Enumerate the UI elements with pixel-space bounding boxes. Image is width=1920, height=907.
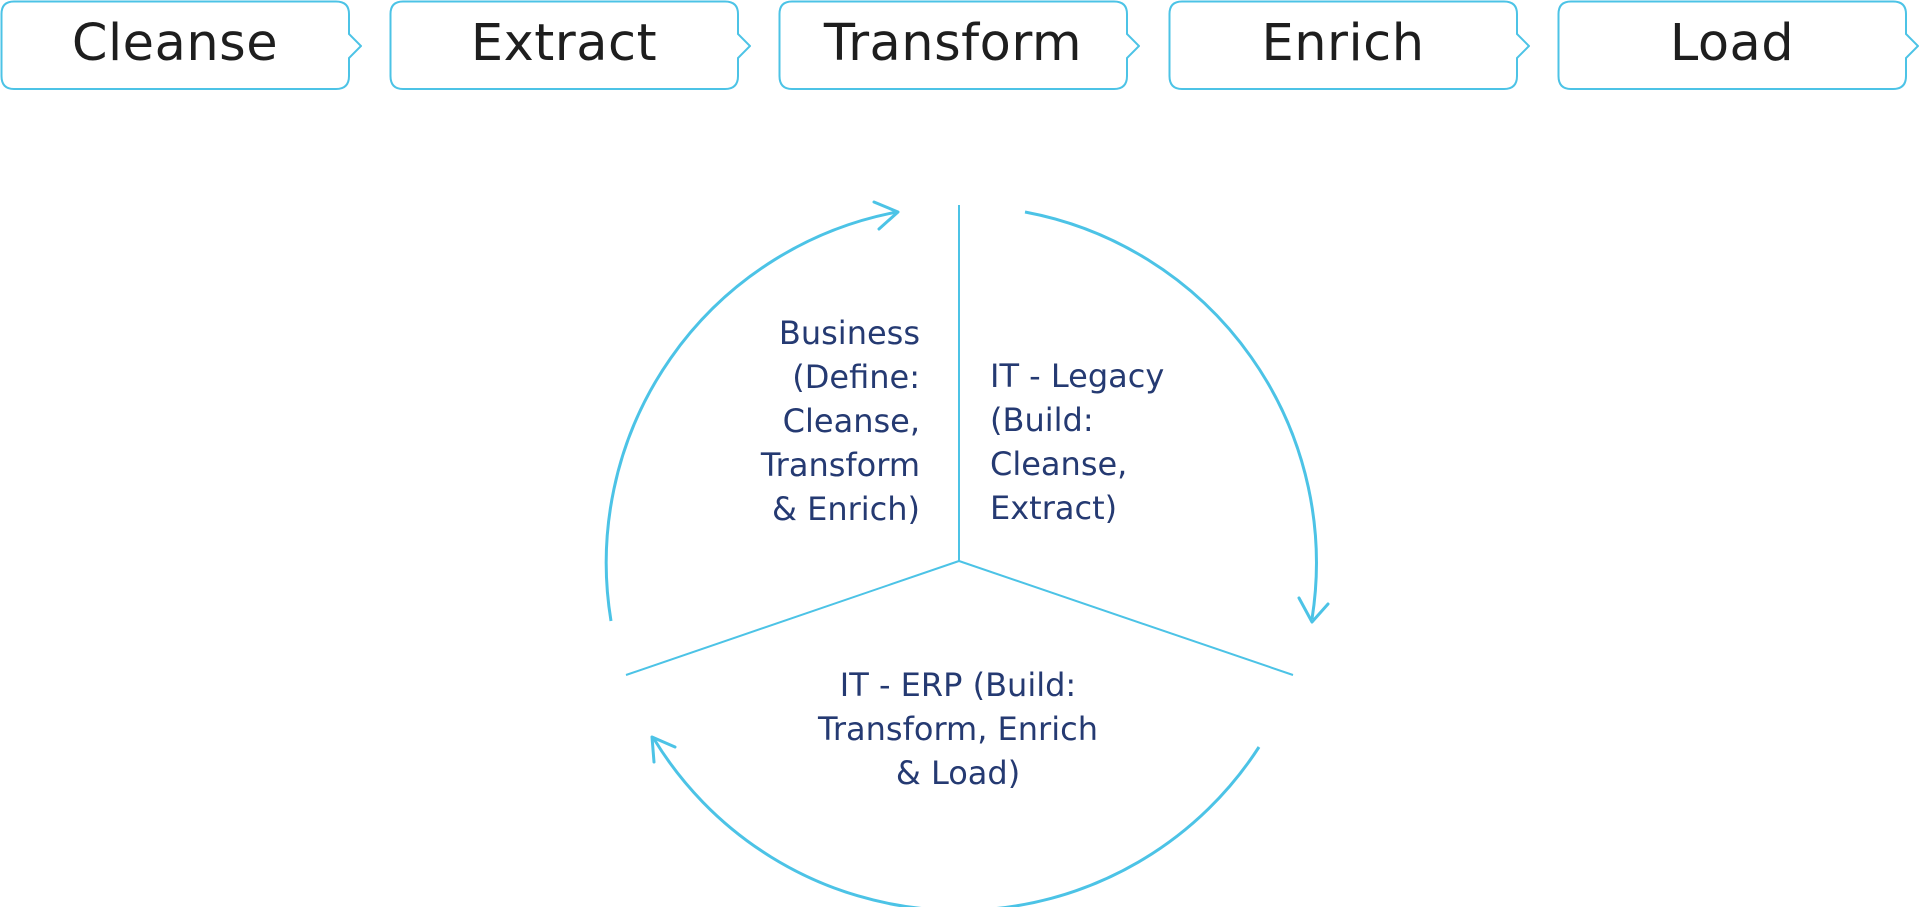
label-line: Extract) — [990, 489, 1118, 527]
label-line: & Load) — [895, 754, 1021, 792]
segment-label-it-legacy: IT - Legacy (Build: Cleanse, Extract) — [990, 354, 1230, 530]
label-line: IT - Legacy — [990, 357, 1165, 395]
step-label: Transform — [823, 14, 1083, 73]
label-line: Transform, Enrich — [818, 710, 1098, 748]
step-enrich: Enrich — [1168, 0, 1530, 92]
label-line: (Build: — [990, 401, 1094, 439]
step-cleanse: Cleanse — [0, 0, 362, 92]
step-label: Enrich — [1261, 14, 1425, 73]
cycle-arc-left — [604, 210, 898, 622]
arrowhead-down-icon — [1297, 596, 1330, 624]
step-label: Extract — [470, 14, 658, 73]
divider-line-left — [625, 560, 960, 676]
step-transform: Transform — [778, 0, 1140, 92]
step-chevron-box — [0, 0, 362, 90]
step-label: Load — [1669, 14, 1795, 73]
cycle-arc-right — [1024, 210, 1318, 620]
process-steps-bar: Cleanse Extract Transform Enrich Load — [0, 0, 1920, 92]
label-line: & Enrich) — [771, 490, 920, 528]
label-line: IT - ERP (Build: — [839, 666, 1077, 704]
label-line: Cleanse, — [990, 445, 1128, 483]
step-label: Cleanse — [71, 14, 279, 73]
label-line: Business — [778, 314, 920, 352]
label-line: Transform — [760, 446, 920, 484]
step-chevron-box — [1557, 0, 1919, 90]
segment-label-business: Business (Define: Cleanse, Transform & E… — [720, 311, 920, 531]
cycle-arc-bottom — [652, 738, 1261, 907]
step-chevron-box — [389, 0, 751, 90]
segment-label-it-erp: IT - ERP (Build: Transform, Enrich & Loa… — [788, 663, 1128, 795]
label-line: (Define: — [792, 358, 920, 396]
label-line: Cleanse, — [782, 402, 920, 440]
step-extract: Extract — [389, 0, 751, 92]
divider-line-right — [958, 560, 1294, 676]
step-chevron-box — [1168, 0, 1530, 90]
step-load: Load — [1557, 0, 1919, 92]
arrowhead-up-left-icon — [650, 735, 677, 764]
step-chevron-box — [778, 0, 1140, 90]
arrowhead-right-icon — [872, 200, 900, 231]
